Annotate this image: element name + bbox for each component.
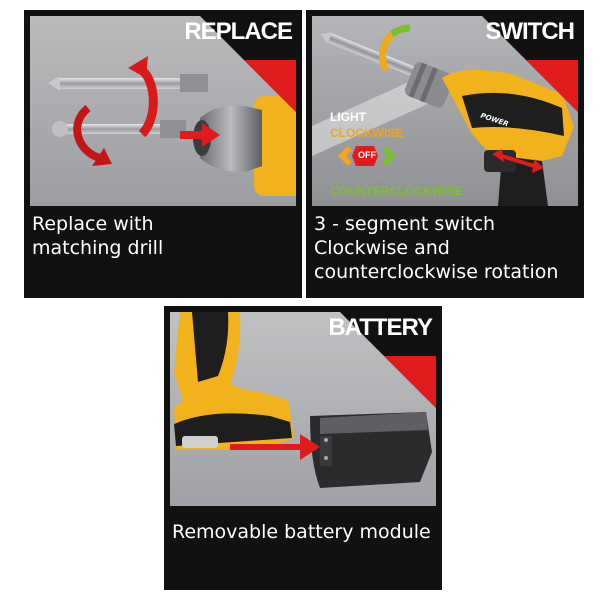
rotate-arrow-left [73, 104, 102, 162]
drill-body-shape [254, 96, 296, 196]
replace-illustration: REPLACE [30, 16, 296, 206]
caption-line: counterclockwise rotation [314, 261, 559, 283]
switch-title: SWITCH [485, 18, 575, 45]
clockwise-label: CLOCKWISE [330, 126, 404, 140]
replace-caption: Replace with matching drill [32, 212, 163, 260]
lower-drill-bit [64, 124, 184, 134]
clockwise-arc [379, 31, 395, 72]
caption-line: matching drill [32, 237, 164, 259]
battery-panel: BATTERY Removable battery module [164, 306, 442, 590]
replace-title: REPLACE [184, 18, 293, 45]
counterclockwise-chevron-icon [382, 146, 396, 166]
off-label: OFF [358, 150, 376, 160]
insert-arrow [202, 123, 220, 147]
switch-drill-bit [327, 33, 416, 77]
battery-illustration: BATTERY [170, 312, 436, 506]
caption-line: 3 - segment switch [314, 213, 496, 235]
switch-illustration: SWITCH POWER LIGHT CLOCKWISE OFF COUNTER… [312, 16, 578, 206]
battery-title: BATTERY [328, 314, 433, 341]
battery-caption: Removable battery module [172, 520, 431, 544]
switch-caption: 3 - segment switch Clockwise and counter… [314, 212, 558, 284]
clockwise-chevron-icon [338, 146, 352, 166]
replace-panel: REPLACE Replace with matching drill [24, 10, 302, 298]
caption-line: Replace with [32, 213, 154, 235]
off-badge [352, 146, 378, 166]
battery-insert-arrow [300, 434, 320, 460]
caption-line: Clockwise and [314, 237, 450, 259]
caption-line: Removable battery module [172, 521, 431, 543]
drill-chuck-shape [200, 105, 262, 172]
switch-panel: SWITCH POWER LIGHT CLOCKWISE OFF COUNTER… [306, 10, 584, 298]
counterclockwise-label: COUNTERCLOCKWISE [330, 184, 463, 198]
upper-drill-bit [60, 78, 190, 89]
counterclockwise-arc [389, 24, 411, 37]
corner-red-flag [244, 60, 296, 112]
light-label: LIGHT [330, 110, 366, 124]
